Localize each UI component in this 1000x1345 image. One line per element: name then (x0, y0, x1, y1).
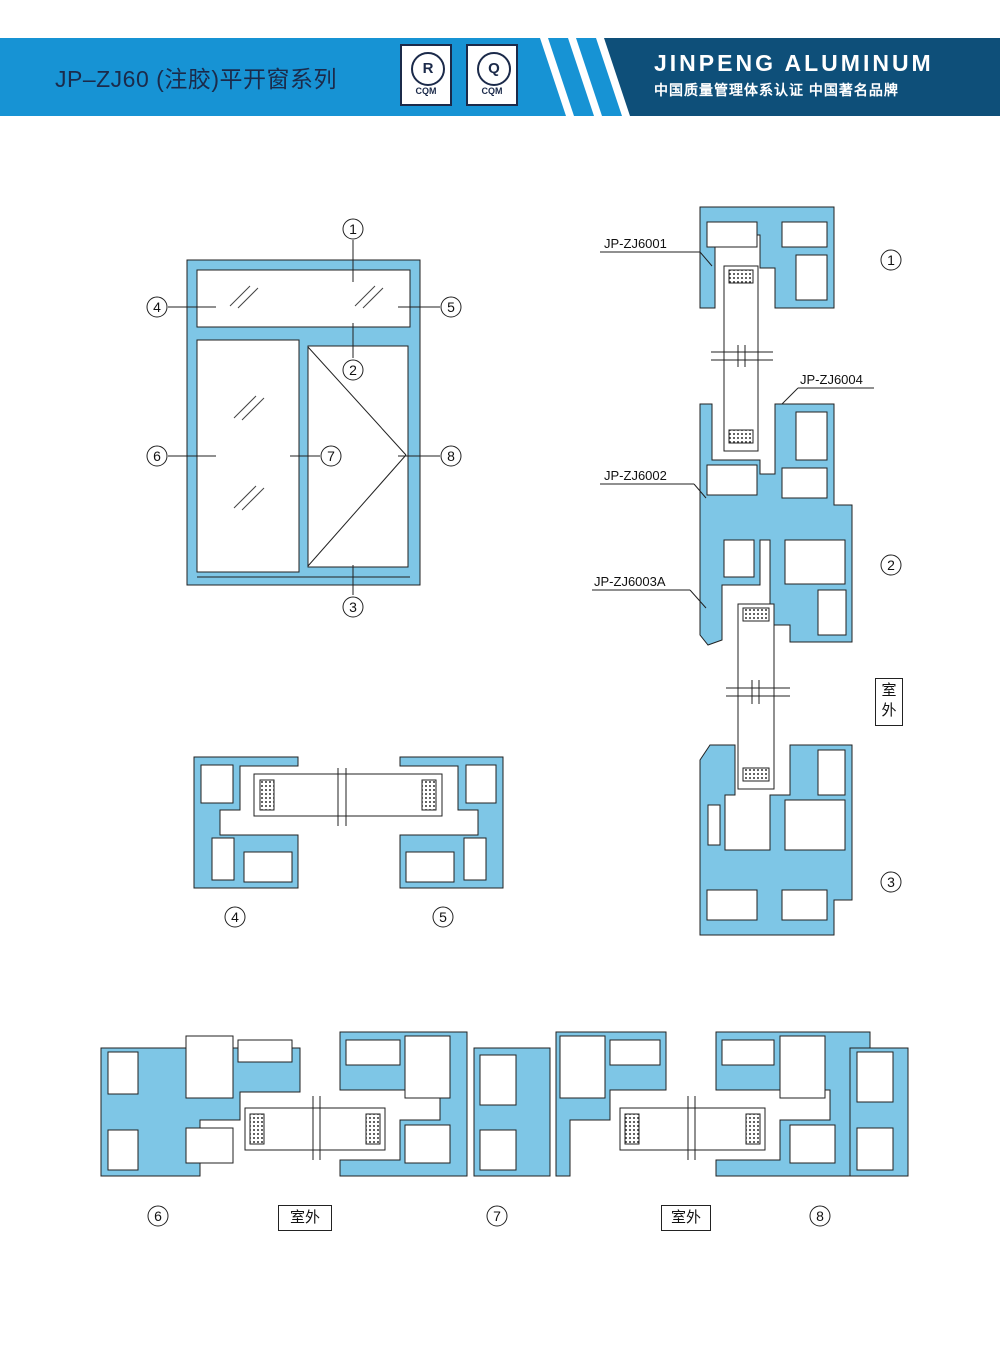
elevation-callout-1-circle (342, 218, 364, 240)
brand-name: JINPENG ALUMINUM (654, 50, 934, 76)
elevation-callout-2: 2 (349, 362, 357, 378)
elevation-callout-3: 3 (349, 599, 357, 615)
horizontal-callout-6-circle (147, 1205, 169, 1227)
horizontal-callout-7-circle (486, 1205, 508, 1227)
elevation-callout-1: 1 (349, 221, 357, 237)
side-section (193, 756, 504, 889)
vertical-callout-3-circle (880, 871, 902, 893)
elevation-callouts: 1 2 3 4 5 6 7 8 (146, 218, 462, 618)
vertical-callout-1: 1 (887, 252, 895, 268)
elevation-callout-8-circle (440, 445, 462, 467)
horizontal-callout-8-circle (809, 1205, 831, 1227)
exterior-label-vertical: 室外 (875, 678, 903, 726)
side-callout-4-circle (224, 906, 246, 928)
elevation-callout-6-circle (146, 445, 168, 467)
part-label-zj6002: JP-ZJ6002 (604, 468, 667, 483)
vertical-callout-2-circle (880, 554, 902, 576)
horizontal-section-callouts: 6 7 8 (147, 1205, 831, 1227)
header-banner: JP–ZJ60 (注胶)平开窗系列 R CQM Q CQM JINPENG AL… (0, 0, 1000, 116)
page-title: JP–ZJ60 (注胶)平开窗系列 (55, 66, 337, 92)
vertical-section-leaders (592, 251, 874, 609)
vertical-section-callouts: 1 2 3 (880, 249, 902, 893)
exterior-label-horizontal-1: 室外 (278, 1205, 332, 1231)
horizontal-callout-6: 6 (154, 1208, 162, 1224)
elevation-callout-2-circle (342, 359, 364, 381)
vertical-callout-2: 2 (887, 557, 895, 573)
window-elevation (168, 240, 440, 595)
brand-subtitle: 中国质量管理体系认证 中国著名品牌 (654, 82, 899, 98)
cert-r-badge: R CQM (400, 44, 452, 106)
elevation-callout-4: 4 (153, 299, 161, 315)
exterior-label-horizontal-2: 室外 (661, 1205, 711, 1231)
elevation-callout-7: 7 (327, 448, 335, 464)
side-callout-4: 4 (231, 909, 239, 925)
elevation-callout-5: 5 (447, 299, 455, 315)
part-label-zj6003a: JP-ZJ6003A (594, 574, 666, 589)
cert-r-label: CQM (415, 86, 437, 96)
part-label-zj6004: JP-ZJ6004 (800, 372, 863, 387)
side-callout-5: 5 (439, 909, 447, 925)
vertical-callout-1-circle (880, 249, 902, 271)
cert-r-symbol: R (411, 52, 445, 86)
elevation-callout-6: 6 (153, 448, 161, 464)
cert-q-badge: Q CQM (466, 44, 518, 106)
elevation-callout-5-circle (440, 296, 462, 318)
elevation-callout-7-circle (320, 445, 342, 467)
horizontal-callout-8: 8 (816, 1208, 824, 1224)
vertical-callout-3: 3 (887, 874, 895, 890)
horizontal-callout-7: 7 (493, 1208, 501, 1224)
elevation-callout-3-circle (342, 596, 364, 618)
cert-q-label: CQM (481, 86, 503, 96)
elevation-callout-4-circle (146, 296, 168, 318)
part-label-zj6001: JP-ZJ6001 (604, 236, 667, 251)
elevation-callout-8: 8 (447, 448, 455, 464)
horizontal-section (100, 1031, 909, 1177)
cert-q-symbol: Q (477, 52, 511, 86)
side-callout-5-circle (432, 906, 454, 928)
vertical-section (699, 206, 853, 936)
